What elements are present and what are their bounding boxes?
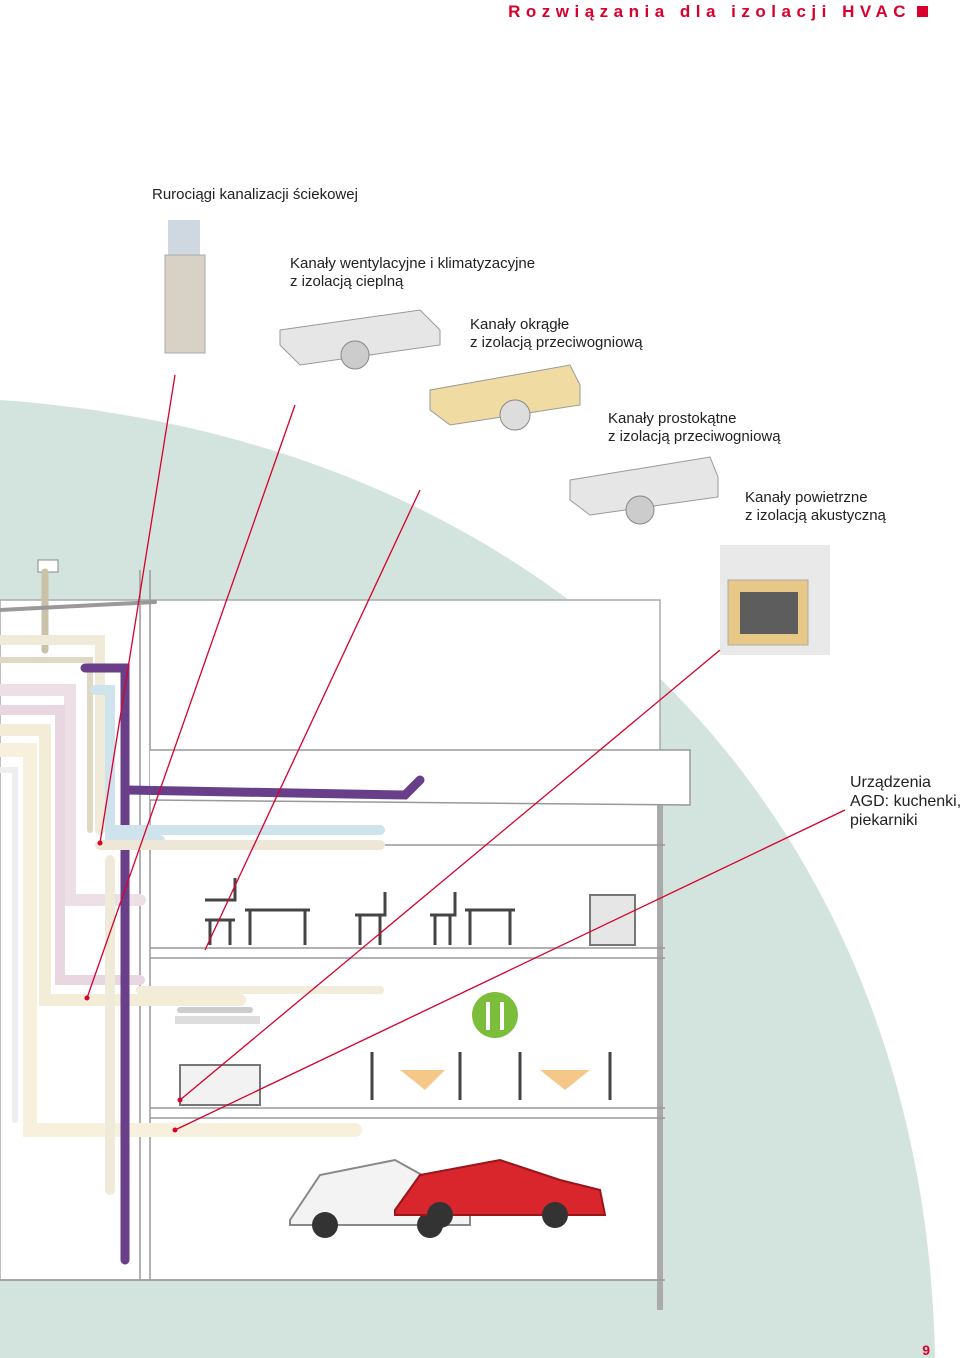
label-round-ducts: Kanały okrągłe z izolacją przeciwogniową [470, 316, 643, 352]
round-duct-product-1 [279, 309, 441, 370]
label-agd-line3: piekarniki [850, 812, 918, 829]
label-rect-ducts: Kanały prostokątne z izolacją przeciwogn… [608, 410, 781, 446]
header-title: Rozwiązania dla izolacji HVAC [508, 2, 911, 21]
label-agd-line2: AGD: kuchenki, [850, 793, 960, 810]
round-duct-product-3 [569, 456, 719, 525]
label-round-line1: Kanały okrągłe [470, 316, 570, 333]
label-ventilation-line2: z izolacją cieplną [290, 273, 404, 290]
label-round-line2: z izolacją przeciwogniową [470, 334, 643, 351]
garage-cars [289, 1158, 607, 1238]
label-sewage-pipes: Rurociągi kanalizacji ściekowej [152, 186, 358, 204]
label-ventilation-line1: Kanały wentylacyjne i klimatyzacyjne [290, 255, 536, 272]
header-square-icon [917, 6, 928, 17]
callout-dots [84, 840, 183, 1133]
sewage-pipe-product [164, 220, 206, 354]
label-agd-line1: Urządzenia [850, 774, 931, 791]
acoustic-duct-product [720, 545, 830, 655]
label-rect-line1: Kanały prostokątne [608, 410, 737, 427]
label-air-line1: Kanały powietrzne [745, 489, 868, 506]
label-air-ducts: Kanały powietrzne z izolacją akustyczną [745, 489, 886, 525]
duct-risers [0, 559, 425, 1265]
label-air-line2: z izolacją akustyczną [745, 507, 886, 524]
round-duct-product-2 [429, 364, 581, 431]
label-sewage-text: Rurociągi kanalizacji ściekowej [152, 186, 358, 203]
callout-lines [86, 374, 846, 1131]
label-rect-line2: z izolacją przeciwogniową [608, 428, 781, 445]
label-agd-appliances: Urządzenia AGD: kuchenki, piekarniki [850, 773, 960, 830]
restaurant-floor [175, 992, 612, 1106]
page-number: 9 [922, 1342, 930, 1358]
page-header: Rozwiązania dla izolacji HVAC [508, 2, 928, 22]
office-floor [205, 878, 636, 946]
label-ventilation-ducts: Kanały wentylacyjne i klimatyzacyjne z i… [290, 255, 535, 291]
